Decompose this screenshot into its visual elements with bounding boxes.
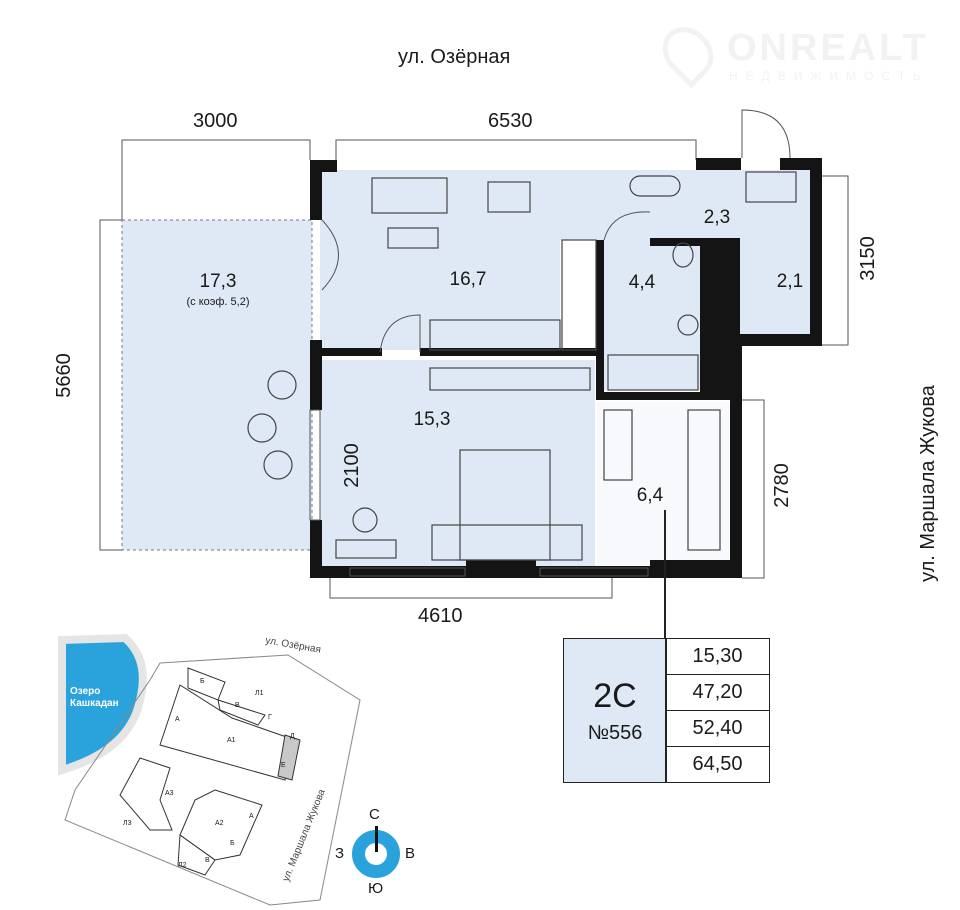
site-section-label: А	[249, 813, 254, 820]
site-section-label: Д	[290, 733, 295, 740]
room-bathroom-area: 4,4	[628, 272, 656, 293]
room-closet-small-area: 2,1	[776, 271, 804, 292]
site-section-label: А2	[215, 820, 224, 827]
apartment-number: №556	[587, 721, 643, 744]
logo-tagline: НЕДВИЖИМОСТЬ	[729, 69, 929, 83]
dim-main-width: 6530	[488, 110, 533, 132]
site-section-label: А1	[227, 737, 236, 744]
site-section-label: Л3	[123, 820, 132, 827]
compass-east: В	[405, 845, 416, 862]
site-section-label: Л1	[255, 690, 264, 697]
site-section-label: В	[205, 857, 210, 864]
site-section-label: Е	[281, 762, 286, 769]
street-top: ул. Озёрная	[398, 46, 511, 68]
site-section-label: А3	[165, 790, 174, 797]
site-buildings	[64, 654, 361, 906]
dressing-fill	[597, 402, 735, 570]
compass-west: З	[335, 845, 345, 862]
site-section-label: А	[175, 716, 180, 723]
compass-north: С	[369, 806, 380, 823]
site-section-label: В	[235, 702, 240, 709]
room-dressing-area: 6,4	[636, 485, 664, 506]
compass-needle	[375, 826, 378, 852]
compass-icon	[352, 830, 400, 878]
apartment-type: 2С	[593, 676, 637, 715]
site-section-label: Л2	[178, 862, 187, 869]
room-fills	[320, 170, 816, 570]
dim-bedroom-width: 4610	[418, 605, 463, 627]
site-section-label: Г	[268, 714, 272, 721]
leader-line	[664, 510, 666, 638]
lake-label: Озеро Кашкадан	[70, 686, 119, 709]
compass-south: Ю	[368, 880, 384, 897]
room-loggia-note: (с коэф. 5,2)	[186, 296, 250, 308]
room-living-area: 16,7	[449, 269, 487, 290]
apartment-id-box: 2С №556	[563, 638, 667, 783]
area-cell: 64,50	[665, 746, 770, 783]
room-bath-small-area: 2,3	[703, 207, 731, 228]
walls	[310, 158, 822, 578]
room-loggia-area: 17,3	[199, 271, 237, 292]
dim-balcony-width: 3000	[193, 110, 238, 132]
logo-name: ONREALT	[727, 27, 929, 69]
doors-windows	[309, 109, 791, 577]
furniture	[247, 171, 797, 561]
site-section-label: Б	[230, 840, 235, 847]
dimension-lines	[99, 139, 849, 599]
room-bedroom-area: 15,3	[413, 409, 451, 430]
site-section-label: Б	[200, 678, 205, 685]
